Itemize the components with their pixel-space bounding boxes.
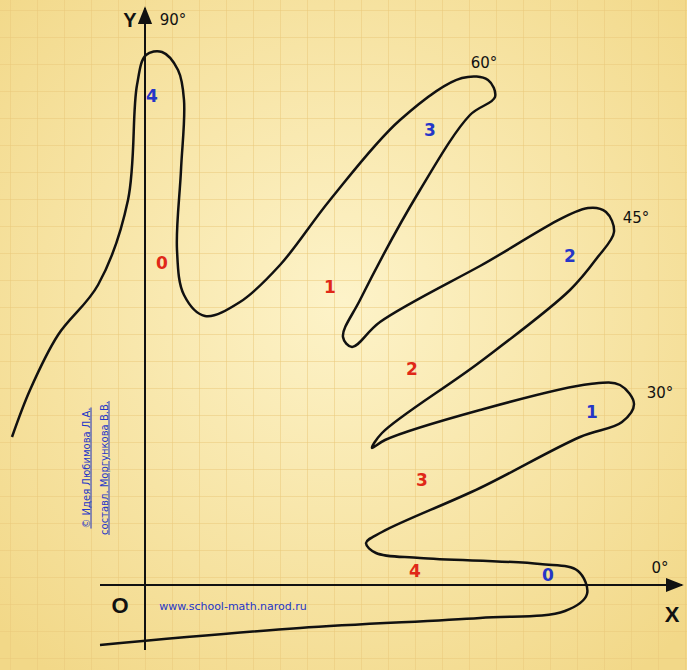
palm-number: 4 xyxy=(409,561,421,581)
finger-number: 4 xyxy=(146,86,158,106)
hand-contour xyxy=(12,51,634,645)
angle-label: 0° xyxy=(651,559,668,577)
finger-number: 3 xyxy=(424,120,436,140)
website-watermark: www.school-math.narod.ru xyxy=(159,600,307,613)
finger-number: 1 xyxy=(586,402,598,422)
palm-number: 2 xyxy=(406,359,418,379)
x-axis xyxy=(100,584,682,586)
hand-outline xyxy=(12,51,634,645)
axis-label: X xyxy=(665,602,680,628)
angle-label: 60° xyxy=(471,54,498,72)
y-axis xyxy=(144,8,146,650)
finger-number: 0 xyxy=(542,565,554,585)
angle-label: 45° xyxy=(623,209,650,227)
axis-label: Y xyxy=(123,9,136,32)
angle-label: 90° xyxy=(160,11,187,29)
finger-number: 2 xyxy=(564,246,576,266)
origin-label: O xyxy=(111,593,128,619)
palm-number: 1 xyxy=(324,277,336,297)
palm-number: 3 xyxy=(416,470,428,490)
author-credit: © Идея Любимова Л.А. xyxy=(81,407,92,528)
palm-number: 0 xyxy=(156,253,168,273)
author-credit: составл. Моргункова В.В. xyxy=(99,401,110,535)
angle-label: 30° xyxy=(647,384,674,402)
